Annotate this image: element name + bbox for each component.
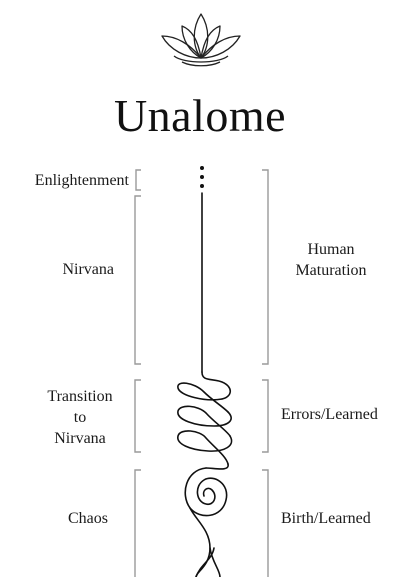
bracket-left-transition xyxy=(135,380,141,452)
label-chaos: Chaos xyxy=(68,508,108,529)
label-enlightenment: Enlightenment xyxy=(35,170,129,191)
unalome-spiral xyxy=(185,468,226,516)
label-nirvana: Nirvana xyxy=(62,259,114,280)
unalome-base-loop xyxy=(210,548,220,577)
bracket-left-nirvana xyxy=(135,196,141,364)
unalome-symbol xyxy=(178,166,232,577)
unalome-loop xyxy=(206,464,228,469)
enlightenment-dot xyxy=(200,184,204,188)
label-errors-learned: Errors/Learned xyxy=(281,404,378,425)
enlightenment-dot xyxy=(200,166,204,170)
unalome-base-loop xyxy=(190,508,210,577)
label-transition-to-nirvana: Transition to Nirvana xyxy=(44,386,116,449)
label-birth-learned: Birth/Learned xyxy=(281,508,371,529)
bracket-right-errors xyxy=(262,380,268,452)
enlightenment-dot xyxy=(200,175,204,179)
label-human-maturation: Human Maturation xyxy=(286,239,376,281)
bracket-right-birth xyxy=(262,470,268,577)
bracket-left-chaos xyxy=(135,470,141,577)
unalome-loop xyxy=(178,383,228,412)
bracket-right-maturation xyxy=(262,170,268,364)
unalome-loop xyxy=(178,431,232,464)
bracket-left-enlightenment xyxy=(136,170,141,190)
